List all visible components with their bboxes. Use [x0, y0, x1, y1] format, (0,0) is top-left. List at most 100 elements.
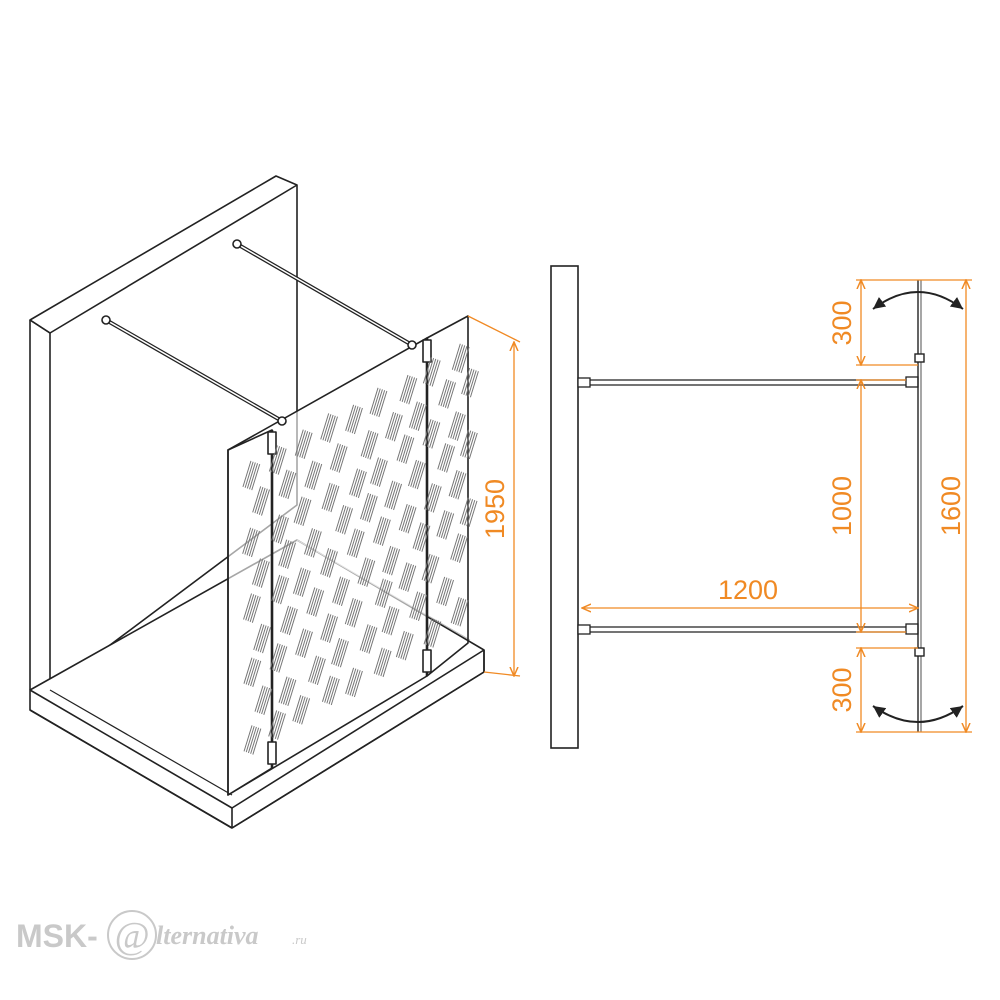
- glass-pattern-stroke: [424, 419, 434, 447]
- glass-pattern-stroke: [374, 578, 384, 605]
- glass-pattern-stroke: [373, 389, 383, 416]
- glass-pattern-stroke: [376, 390, 386, 417]
- watermark-logo: MSK- @ lternativa .ru: [16, 910, 307, 960]
- glass-pattern-stroke: [432, 486, 442, 513]
- glass-pattern-stroke: [405, 506, 415, 533]
- glass-pattern-stroke: [310, 588, 320, 616]
- glass-pattern-stroke: [371, 388, 381, 415]
- glass-pattern-stroke: [450, 412, 460, 439]
- glass-pattern-stroke: [244, 461, 254, 488]
- glass-pattern-stroke: [250, 530, 260, 558]
- glass-pattern-stroke: [245, 725, 255, 753]
- watermark-tld: .ru: [292, 932, 307, 947]
- glass-pattern-stroke: [389, 413, 399, 440]
- stabilizer-bars: [101, 239, 417, 426]
- glass-pattern-stroke: [432, 621, 442, 648]
- glass-pattern-stroke: [326, 484, 335, 511]
- glass-pattern-stroke: [252, 486, 262, 513]
- glass-pattern-stroke: [353, 670, 363, 698]
- isometric-view: [29, 175, 485, 829]
- glass-pattern-stroke: [416, 523, 426, 551]
- glass-pattern-stroke: [431, 422, 441, 449]
- glass-pattern-stroke: [282, 471, 292, 498]
- glass-pattern-stroke: [284, 607, 294, 634]
- glass-pattern-stroke: [398, 562, 408, 589]
- glass-pattern-stroke: [362, 430, 372, 458]
- glass-pattern-stroke: [386, 547, 396, 574]
- glass-pattern-stroke: [329, 443, 339, 470]
- glass-pattern-stroke: [377, 579, 387, 606]
- glass-pattern-stroke: [263, 688, 273, 715]
- glass-pattern-stroke: [456, 414, 466, 441]
- glass-pattern-stroke: [411, 402, 421, 429]
- glass-pattern-stroke: [406, 377, 416, 404]
- glass-pattern-stroke: [357, 471, 367, 498]
- swing-arrows: [872, 291, 964, 723]
- glass-pattern-stroke: [390, 609, 400, 636]
- glass-pattern-stroke: [285, 678, 295, 706]
- plan-wall: [550, 265, 579, 749]
- glass-pattern-stroke: [349, 468, 359, 495]
- glass-pattern-stroke: [298, 697, 308, 724]
- glass-pattern-stroke: [378, 649, 388, 676]
- glass-pattern-stroke: [276, 645, 286, 672]
- glass-pattern-stroke: [286, 608, 296, 635]
- glass-pattern-stroke: [412, 522, 422, 549]
- glass-pattern-stroke: [303, 432, 313, 459]
- dimension-bar-spacing: 1000: [827, 476, 857, 536]
- glass-pattern-stroke: [361, 625, 371, 652]
- glass-pattern-stroke: [340, 579, 350, 607]
- glass-pattern-stroke: [306, 587, 316, 614]
- glass-pattern-stroke: [431, 360, 441, 387]
- glass-pattern-stroke: [338, 446, 348, 473]
- glass-pattern-stroke: [299, 569, 309, 597]
- glass-pattern-stroke: [370, 457, 380, 484]
- glass-pattern-stroke: [383, 606, 393, 633]
- glass-pattern-stroke: [298, 498, 307, 525]
- glass-pattern-stroke: [401, 375, 411, 403]
- glass-pattern-stroke: [417, 594, 427, 621]
- glass-pattern-stroke: [335, 504, 345, 532]
- glass-pattern-stroke: [417, 404, 427, 431]
- glass-pattern-stroke: [423, 618, 433, 645]
- glass-pattern-stroke: [378, 390, 388, 418]
- dimension-bottom-swing: 300: [827, 667, 857, 712]
- glass-pattern-stroke: [440, 578, 450, 605]
- glass-pattern-stroke: [369, 433, 379, 460]
- glass-pattern-stroke: [442, 579, 452, 606]
- glass-pattern-stroke: [334, 577, 344, 604]
- glass-pattern-stroke: [249, 595, 259, 623]
- glass-pattern-stroke: [306, 461, 316, 488]
- glass-pattern-stroke: [247, 659, 257, 686]
- glass-pattern-stroke: [248, 529, 258, 557]
- glass-pattern-stroke: [351, 670, 361, 697]
- glass-pattern-stroke: [299, 630, 309, 657]
- glass-pattern-stroke: [320, 413, 330, 440]
- glass-pattern-stroke: [379, 518, 389, 546]
- glass-pattern-stroke: [428, 556, 438, 583]
- glass-pattern-stroke: [280, 605, 289, 632]
- glass-pattern-stroke: [268, 710, 278, 737]
- glass-pattern-stroke: [395, 630, 405, 658]
- swing-arrow-icon: [872, 705, 964, 723]
- glass-pattern-stroke: [278, 469, 288, 496]
- glass-pattern-stroke: [365, 431, 375, 458]
- glass-pattern-stroke: [393, 483, 403, 511]
- glass-pattern-stroke: [372, 458, 382, 485]
- glass-pattern-stroke: [255, 624, 265, 651]
- glass-pattern-stroke: [324, 414, 334, 442]
- glass-pattern-stroke: [403, 376, 413, 403]
- glass-pattern-stroke: [468, 432, 478, 460]
- glass-pattern-stroke: [330, 678, 340, 706]
- glass-pattern-stroke: [461, 498, 471, 525]
- glass-pattern-stroke: [247, 726, 257, 754]
- glass-pattern-stroke: [381, 580, 391, 608]
- glass-pattern-stroke: [326, 550, 336, 577]
- glass-pattern-stroke: [351, 469, 361, 496]
- glass-pattern-stroke: [242, 527, 252, 554]
- glass-pattern-stroke: [312, 589, 322, 616]
- glass-pattern-stroke: [410, 460, 420, 487]
- glass-pattern-stroke: [456, 535, 466, 563]
- glass-pattern-stroke: [415, 593, 425, 621]
